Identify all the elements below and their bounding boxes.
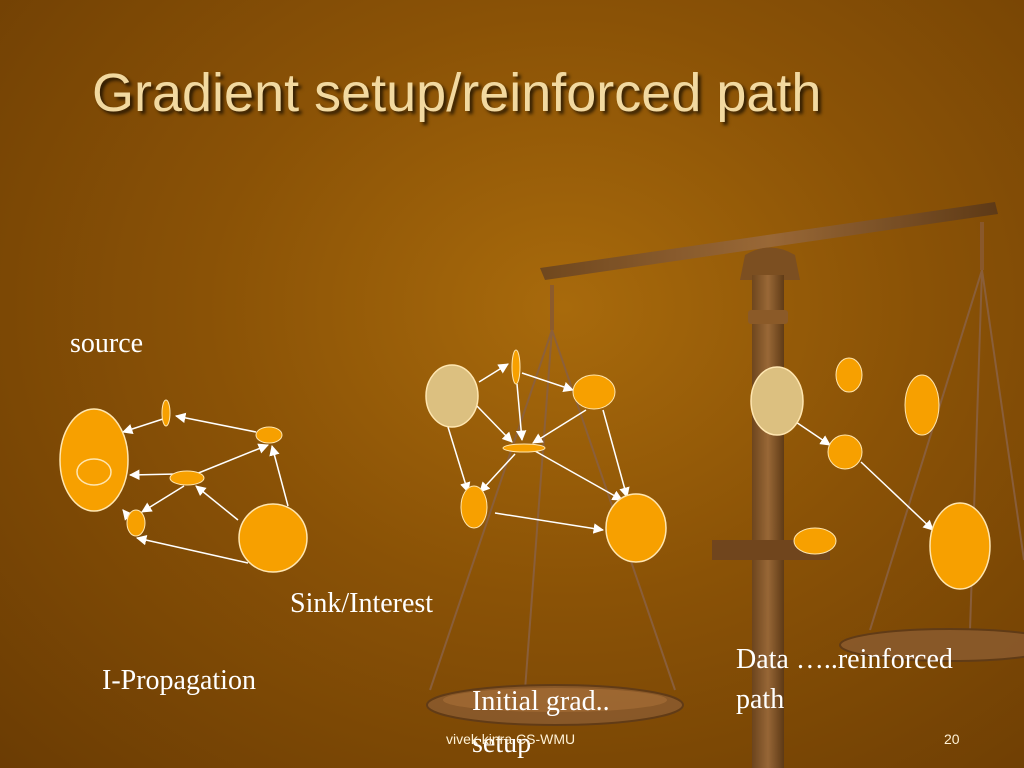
label-data-reinforced: Data …..reinforced — [736, 644, 953, 675]
diagram-i-propagation — [59, 399, 308, 573]
node — [835, 357, 863, 393]
sink-node — [929, 502, 991, 590]
node — [904, 374, 940, 436]
source-node — [750, 366, 804, 436]
node — [827, 434, 863, 470]
source-node — [238, 503, 308, 573]
node — [460, 485, 488, 529]
node — [502, 443, 546, 453]
label-i-propagation: I-Propagation — [102, 665, 256, 696]
node — [161, 399, 171, 427]
label-setup: setup — [472, 728, 532, 759]
node — [572, 374, 616, 410]
footer-text: vivek kinra CS-WMU — [446, 731, 576, 747]
label-source: source — [70, 328, 144, 359]
label-sink-interest: Sink/Interest — [290, 588, 434, 619]
sink-node — [605, 493, 667, 563]
diagram-initial-gradient — [425, 349, 667, 563]
slide-number: 20 — [944, 731, 960, 747]
label-initial-grad: Initial grad.. — [472, 686, 610, 717]
node — [511, 349, 521, 385]
node — [169, 470, 205, 486]
node — [793, 527, 837, 555]
node — [255, 426, 283, 444]
label-path: path — [736, 684, 785, 715]
slide-title: Gradient setup/reinforced path — [92, 63, 822, 123]
node — [126, 509, 146, 537]
source-node — [425, 364, 479, 428]
diagram-reinforced-path — [750, 357, 991, 590]
sink-inner-node — [76, 458, 112, 486]
